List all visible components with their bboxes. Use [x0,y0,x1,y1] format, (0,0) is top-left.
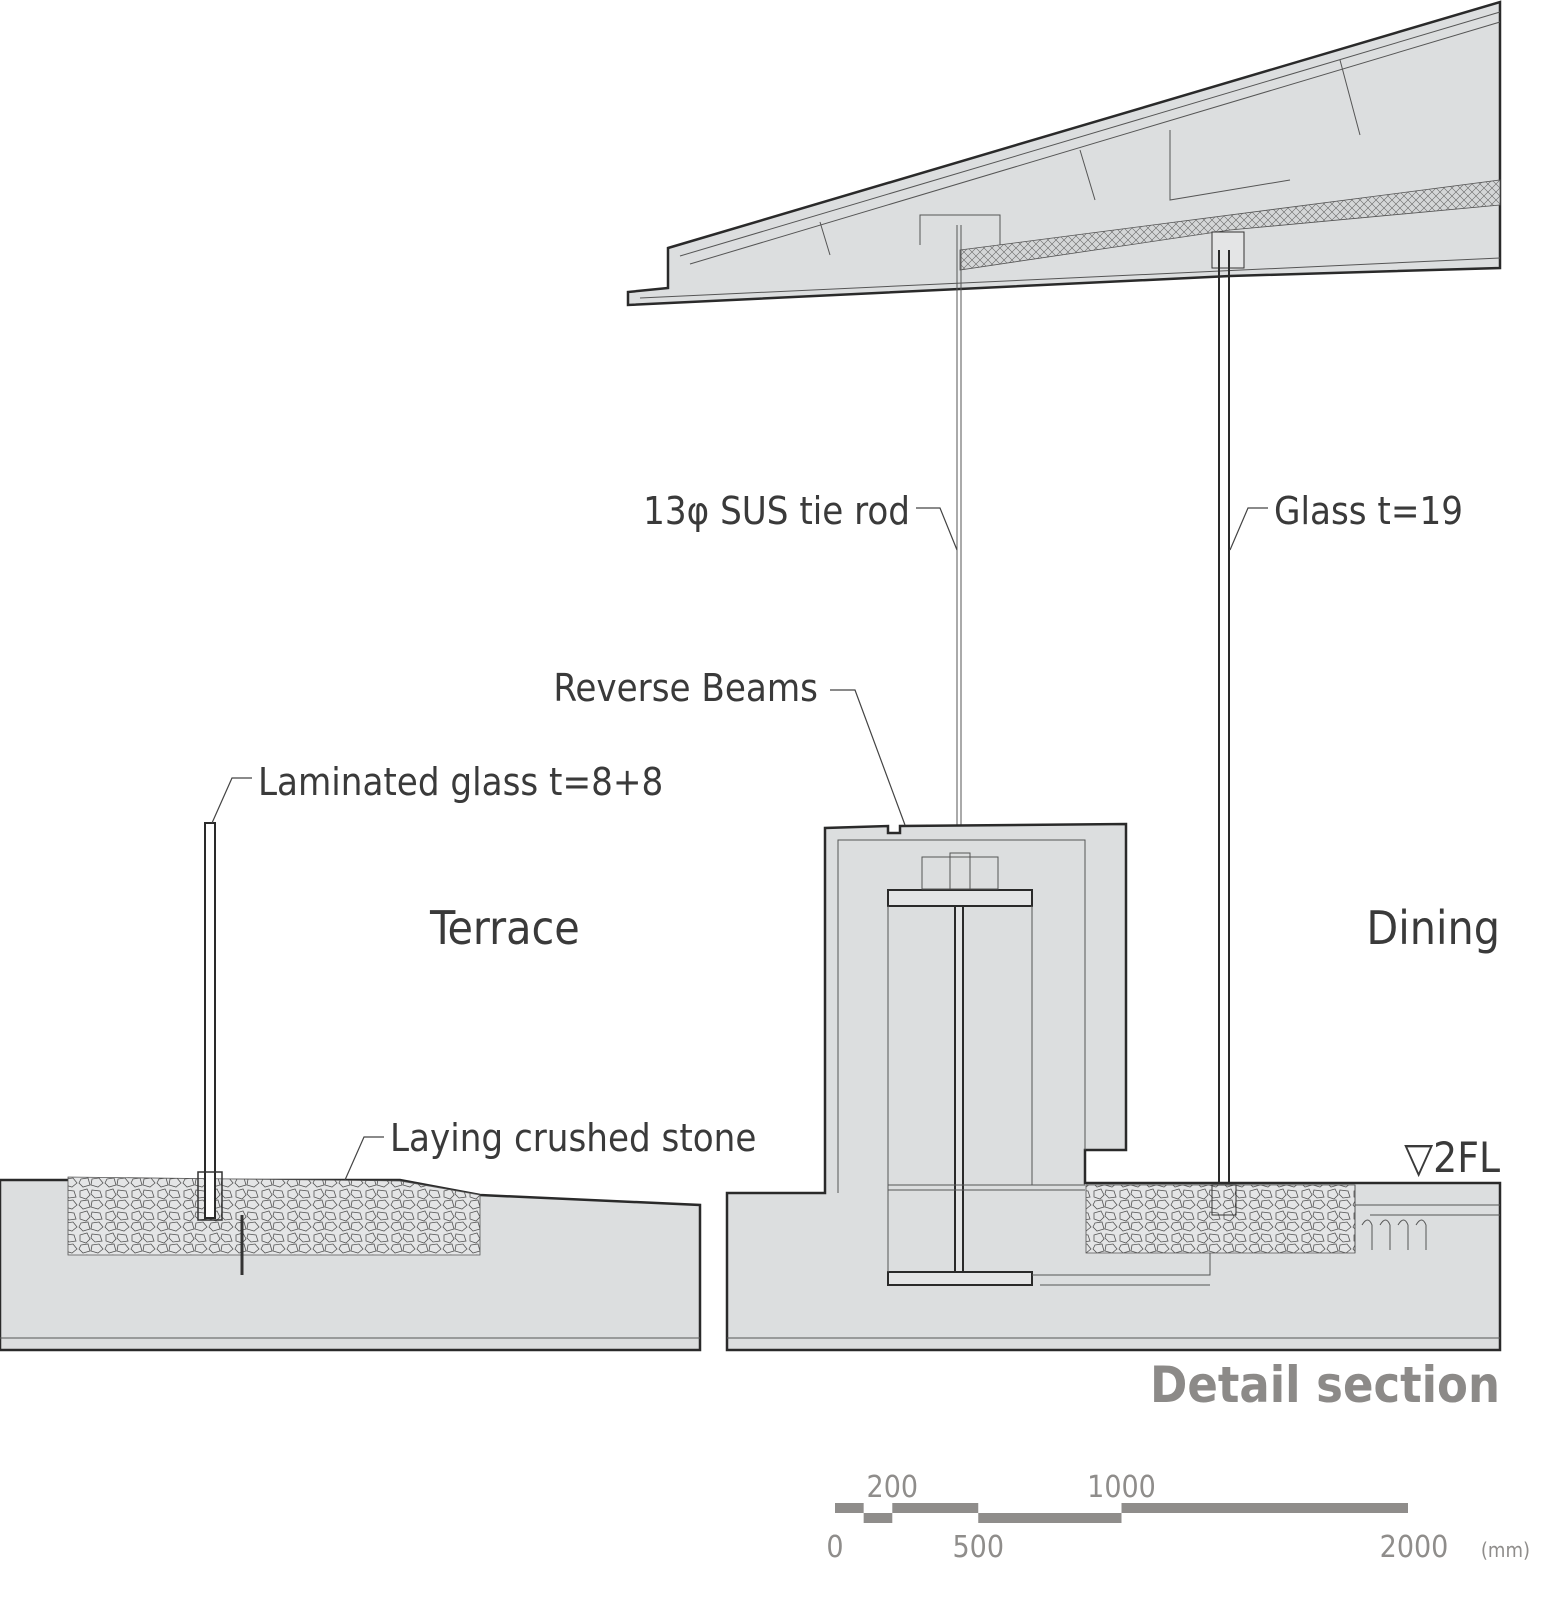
level-mark-2fl: ▽2FL [1404,1133,1500,1182]
room-label-dining: Dining [1366,901,1500,955]
crushed-stone-label: Laying crushed stone [390,1116,756,1160]
scale-bar-segment [835,1503,864,1513]
reverse-beams-label: Reverse Beams [553,666,818,710]
scale-label-bottom: 2000 [1380,1530,1449,1565]
reverse-beam-section [725,822,1502,1352]
scale-label-top: 1000 [1087,1470,1156,1505]
scale-bar-segment [978,1513,1122,1523]
scale-label-top: 200 [867,1470,919,1505]
scale-label-bottom: 0 [826,1530,843,1565]
scale-bar-segment [863,1513,893,1523]
tie-rod-label: 13φ SUS tie rod [643,489,910,533]
scale-label-bottom: 500 [952,1530,1004,1565]
room-label-terrace: Terrace [429,901,580,955]
scale-bar-segment [1121,1503,1408,1513]
scale-bar-segment [892,1503,979,1513]
scale-unit-label: (mm) [1481,1538,1530,1562]
laminated-glass-label: Laminated glass t=8+8 [258,760,663,804]
roof-section [626,0,1502,307]
glass-wall [1218,250,1230,1185]
terrace-floor [0,1176,702,1352]
leader-lines [211,507,1268,1181]
drawing-title: Detail section [1150,1356,1500,1414]
laminated-glass-balustrade [197,822,223,1221]
scale-bar: 200 1000 0 500 2000 (mm) [826,1470,1530,1565]
glass-label: Glass t=19 [1274,489,1463,533]
